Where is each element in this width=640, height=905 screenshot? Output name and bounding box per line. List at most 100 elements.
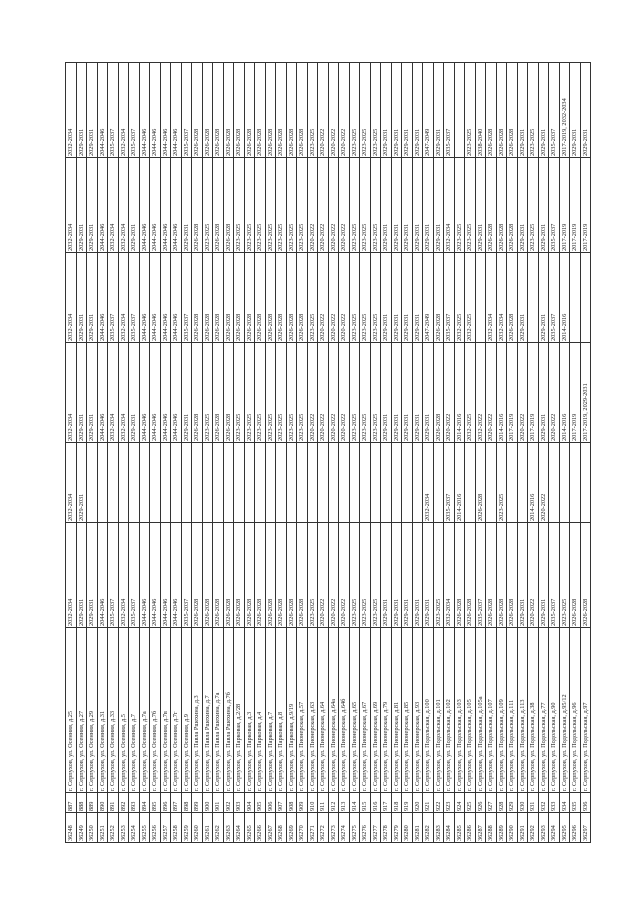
table-cell: 2029-2031 — [569, 62, 580, 158]
table-cell: г. Серпухов, ул. Парковая, д.7 — [265, 627, 276, 793]
table-cell: 2029-2031 — [86, 157, 97, 253]
table-cell: г. Серпухов, ул. Парковая, д.2/28 — [233, 627, 244, 793]
table-cell: 2038-2040 — [475, 62, 486, 158]
table-cell — [370, 442, 381, 523]
table-cell: 906 — [265, 792, 276, 813]
table-cell — [254, 442, 265, 523]
table-cell: 2032-2034 — [485, 252, 496, 343]
table-cell: 2032-2034 — [65, 157, 76, 253]
table-cell: 2032-2034 — [422, 442, 433, 523]
table-cell: 36264 — [233, 812, 244, 843]
table-cell: 2020-2022 — [328, 252, 339, 343]
table-cell: 2035-2037 — [443, 442, 454, 523]
table-cell: 2026-2028 — [233, 522, 244, 628]
table-cell: 2035-2037 — [548, 62, 559, 158]
table-cell: г. Серпухов, ул. Пионерская, д.65 — [349, 627, 360, 793]
table-cell: 2020-2022 — [443, 342, 454, 443]
table-cell: 892 — [118, 792, 129, 813]
table-cell — [559, 442, 570, 523]
table-cell: 2029-2031 — [412, 522, 423, 628]
table-cell: 915 — [359, 792, 370, 813]
table-cell: 36277 — [370, 812, 381, 843]
table-cell: 2029-2031 — [380, 62, 391, 158]
table-cell: г. Серпухов, ул. Подольская, д.107 — [485, 627, 496, 793]
table-cell: г. Серпухов, ул. Осенняя, д.7 — [128, 627, 139, 793]
table-cell: 2044-2046 — [97, 62, 108, 158]
table-cell: 36275 — [349, 812, 360, 843]
table-cell: 895 — [149, 792, 160, 813]
table-cell: 2017-2019 — [506, 342, 517, 443]
table-cell — [149, 442, 160, 523]
table-cell — [338, 442, 349, 523]
table-cell: 2029-2031 — [517, 252, 528, 343]
table-cell: 2035-2037 — [181, 252, 192, 343]
table-cell: г. Серпухов, ул. Подольская, д.90 — [548, 627, 559, 793]
table-cell: 2029-2031 — [422, 157, 433, 253]
table-cell: 2026-2028 — [254, 62, 265, 158]
table-cell — [212, 442, 223, 523]
table-cell: 2026-2028 — [296, 62, 307, 158]
table-cell — [97, 442, 108, 523]
table-cell: 909 — [296, 792, 307, 813]
table-cell: 2029-2031 — [181, 342, 192, 443]
table-cell: 2020-2022 — [328, 522, 339, 628]
table-cell: 36293 — [538, 812, 549, 843]
table-cell — [296, 442, 307, 523]
table-cell: 2044-2046 — [160, 342, 171, 443]
table-cell — [412, 442, 423, 523]
table-cell: 2026-2028 — [485, 157, 496, 253]
table-cell: 2023-2025 — [275, 342, 286, 443]
table-cell: г. Серпухов, ул. Парковая, д.3 — [244, 627, 255, 793]
table-cell: 891 — [107, 792, 118, 813]
table-cell: 36281 — [412, 812, 423, 843]
table-cell: г. Серпухов, ул. Осенняя, д.7б — [149, 627, 160, 793]
table-cell: 2029-2031 — [433, 62, 444, 158]
table-cell: 2035-2037 — [128, 252, 139, 343]
table-cell: 897 — [170, 792, 181, 813]
table-cell: 36280 — [401, 812, 412, 843]
table-cell: 2044-2046 — [149, 62, 160, 158]
table-cell: 2026-2028 — [212, 157, 223, 253]
table-cell: 36249 — [76, 812, 87, 843]
table-cell: г. Серпухов, ул. Пионерская, д.67 — [359, 627, 370, 793]
table-cell: 931 — [527, 792, 538, 813]
table-cell: 2044-2046 — [139, 157, 150, 253]
table-cell: 936 — [580, 792, 591, 813]
table-cell: г. Серпухов, ул. Осенняя, д.7в — [160, 627, 171, 793]
table-cell — [223, 442, 234, 523]
table-cell — [275, 442, 286, 523]
table-cell: 2026-2028 — [202, 252, 213, 343]
table-cell: 2032-2034 — [118, 342, 129, 443]
table-cell: г. Серпухов, ул. Осенняя, д.31 — [97, 627, 108, 793]
table-cell — [317, 442, 328, 523]
table-cell: 2032-2034 — [65, 442, 76, 523]
table-cell: 2032-2034 — [496, 252, 507, 343]
table-cell: 2020-2022 — [328, 157, 339, 253]
table-cell: 2026-2028 — [506, 62, 517, 158]
table-cell: 2026-2028 — [191, 252, 202, 343]
table-cell: 2026-2028 — [223, 157, 234, 253]
table-cell: 2029-2031 — [401, 342, 412, 443]
table-cell: г. Серпухов, ул. Осенняя, д.7г — [170, 627, 181, 793]
table-cell — [580, 442, 591, 523]
table-cell — [569, 442, 580, 523]
table-cell: 2029-2031 — [401, 522, 412, 628]
table-cell — [286, 442, 297, 523]
table-cell: 919 — [401, 792, 412, 813]
table-cell: 2032-2034 — [118, 62, 129, 158]
table-cell: 2023-2025 — [265, 157, 276, 253]
table-cell: 36252 — [107, 812, 118, 843]
table-cell: г. Серпухов, ул. Осенняя, д.29 — [86, 627, 97, 793]
table-cell: 2026-2028 — [191, 62, 202, 158]
